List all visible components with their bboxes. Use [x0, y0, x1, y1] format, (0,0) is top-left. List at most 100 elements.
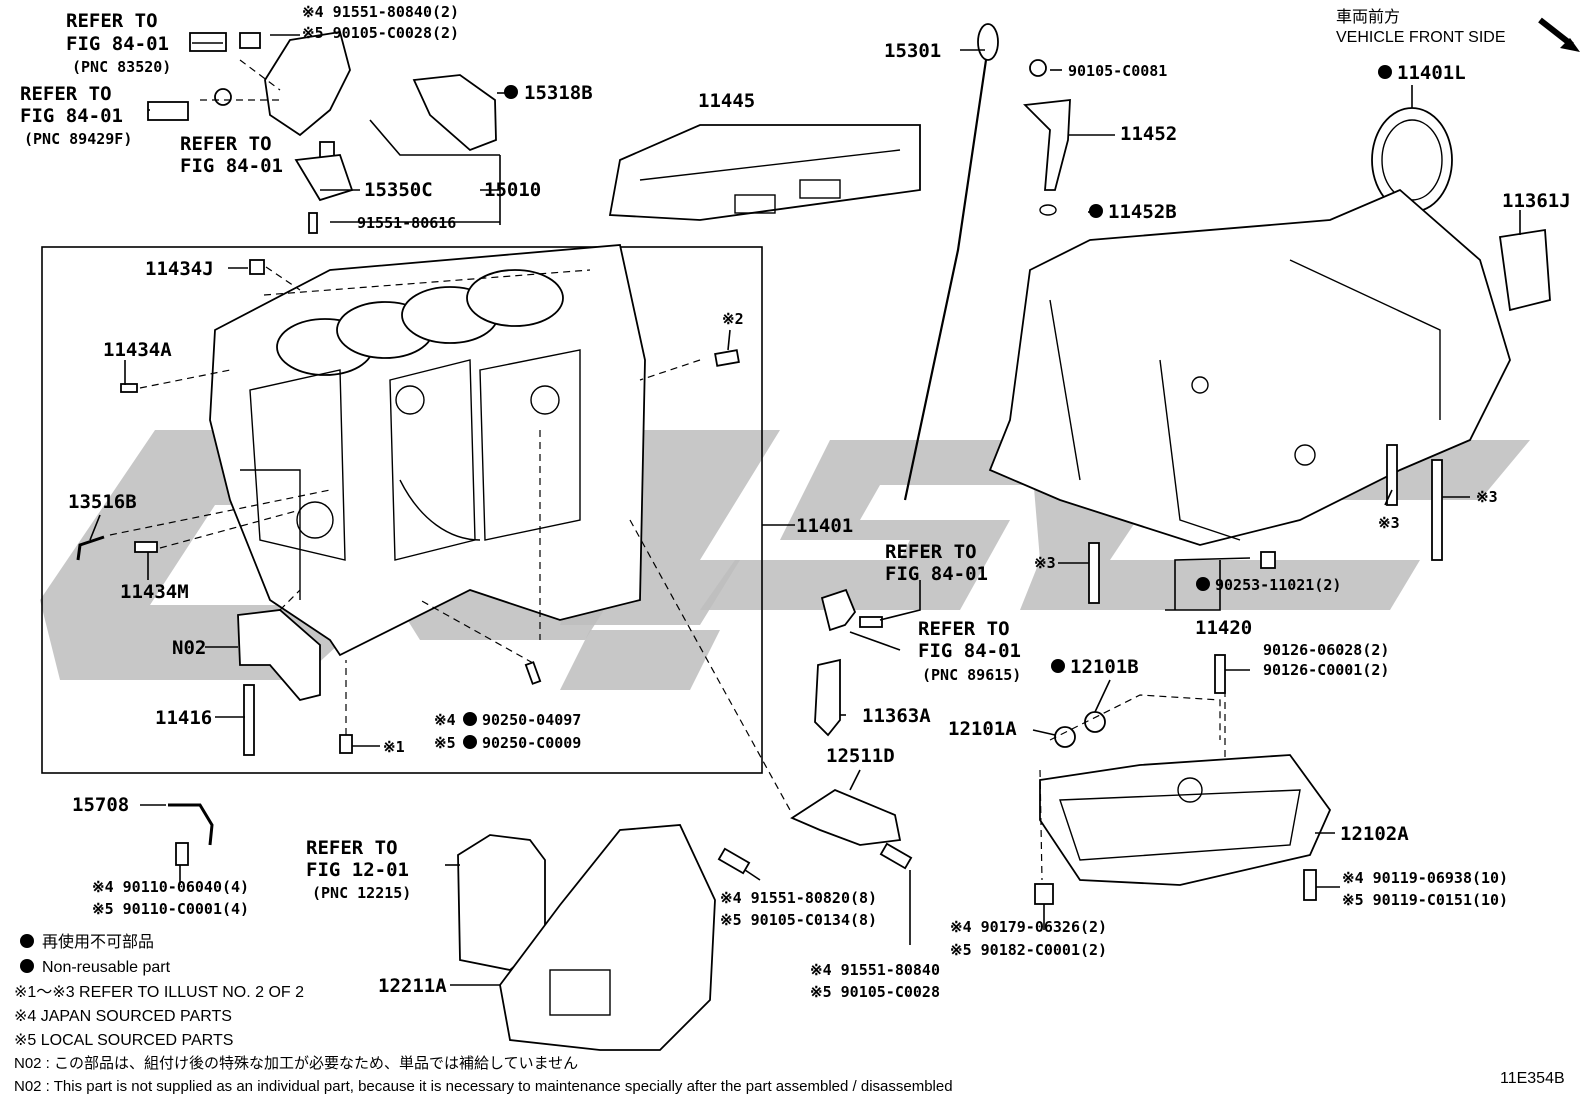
part-number: ※1: [383, 738, 405, 756]
legend-note-5: ※5 LOCAL SOURCED PARTS: [14, 1032, 233, 1049]
nonreusable-mark: [504, 85, 518, 99]
knock-sensor: [820, 588, 883, 632]
part-number: 90250-04097: [482, 711, 581, 729]
part-number: N02: [172, 637, 206, 659]
part-number: ※4: [434, 711, 456, 729]
part-number: ※3: [1378, 514, 1400, 532]
nonreusable-mark: [463, 735, 477, 749]
refer-label: (PNC 83520): [72, 58, 171, 76]
part-number: ※4 90119-06938(10): [1342, 869, 1508, 887]
part-number: 15318B: [524, 82, 593, 104]
part-number: ※5 90105-C0134(8): [720, 911, 877, 929]
refer-label: FIG 84-01: [20, 105, 123, 127]
part-number: 11401L: [1397, 62, 1466, 84]
front-side-jp: 車両前方: [1336, 8, 1400, 26]
part-number: ※4 90179-06326(2): [950, 918, 1107, 936]
stud-90126: [1214, 654, 1226, 694]
pin-11434a: [120, 383, 138, 393]
legend-nonreusable-en: Non-reusable part: [42, 959, 171, 976]
part-number: ※3: [1034, 554, 1056, 572]
refer-label: FIG 84-01: [66, 33, 169, 55]
oil-pan-12102a: [1039, 754, 1332, 886]
nonreusable-mark: [1196, 577, 1210, 591]
part-number: 91551-80616: [357, 214, 456, 232]
pin-x2: [714, 349, 740, 367]
part-number: 90126-C0001(2): [1263, 661, 1389, 679]
part-number: ※5 90110-C0001(4): [92, 900, 249, 918]
seal-retainer-11361j: [1498, 228, 1551, 312]
plug-12101a: [1054, 726, 1076, 748]
drain-plug-90179: [1034, 883, 1054, 905]
refer-label: (PNC 12215): [312, 884, 411, 902]
part-number: ※5 90105-C0028: [810, 983, 940, 1001]
part-number: 11401: [796, 515, 853, 537]
bolt-91551-80840: [879, 842, 913, 870]
crankcase-11420: [988, 188, 1511, 546]
refer-label: FIG 12-01: [306, 859, 409, 881]
part-number: 11420: [1195, 617, 1252, 639]
leader-lines: [89, 34, 1521, 986]
part-number: 12101A: [948, 718, 1017, 740]
nonreusable-mark: [1378, 65, 1392, 79]
part-number: 11416: [155, 707, 212, 729]
oil-jet-15708: [168, 803, 214, 846]
part-number: 11452: [1120, 123, 1177, 145]
refer-label: REFER TO: [306, 837, 398, 859]
bolt-x3-c: [1431, 459, 1443, 561]
refer-label: REFER TO: [66, 10, 158, 32]
part-number: 15301: [884, 40, 941, 62]
legend-n02-en: N02 : This part is not supplied as an in…: [14, 1078, 953, 1095]
engine-block-frame: [41, 246, 763, 774]
pin-90250: [524, 661, 542, 685]
refer-label: REFER TO: [20, 83, 112, 105]
oil-separator-11445: [608, 124, 921, 221]
bracket-12511d: [790, 788, 902, 846]
timing-cover-12211a: [499, 824, 716, 1051]
part-number: ※5 90182-C0001(2): [950, 941, 1107, 959]
legend-nonreusable-jp: 再使用不可部品: [42, 933, 154, 951]
bolt-x3-b: [1386, 444, 1398, 506]
nonreusable-mark: [20, 934, 34, 948]
part-number: 90105-C0081: [1068, 62, 1167, 80]
legend-n02-jp: N02 : この部品は、組付け後の特殊な加工が必要なため、単品では補給していませ…: [14, 1055, 578, 1072]
nonreusable-mark: [20, 959, 34, 973]
refer-label: FIG 84-01: [885, 563, 988, 585]
part-number: 90126-06028(2): [1263, 641, 1389, 659]
part-number: 90250-C0009: [482, 734, 581, 752]
part-number: 11363A: [862, 705, 931, 727]
plug-90253: [1260, 551, 1276, 569]
refer-label: (PNC 89429F): [24, 130, 132, 148]
refer-label: FIG 84-01: [918, 640, 1021, 662]
tube-13516b: [76, 535, 105, 561]
front-side-en: VEHICLE FRONT SIDE: [1336, 29, 1506, 46]
part-number: 11361J: [1502, 190, 1571, 212]
refer-label: REFER TO: [885, 541, 977, 563]
part-number: ※2: [722, 310, 744, 328]
part-number: 12102A: [1340, 823, 1409, 845]
cylinder-block-drawing: [209, 244, 646, 657]
assembly-dashed-lines: [109, 266, 791, 811]
bearing-cap-n02: [237, 609, 321, 702]
part-number: ※5 90119-C0151(10): [1342, 891, 1508, 909]
part-number: ※4 91551-80820(8): [720, 889, 877, 907]
gasket-12101b: [1084, 711, 1106, 733]
dipstick-15301: [903, 23, 999, 501]
nonreusable-mark: [1089, 204, 1103, 218]
pin-11434m: [134, 541, 158, 553]
refer-label: FIG 84-01: [180, 155, 283, 177]
part-number: ※4 91551-80840(2): [302, 3, 459, 21]
vehicle-front-arrow: [1538, 17, 1580, 52]
part-number: 12511D: [826, 745, 895, 767]
part-number: 90253-11021(2): [1215, 576, 1341, 594]
legend: 再使用不可部品 Non-reusable part ※1～※3 REFER TO…: [14, 933, 953, 1095]
bolt-91551-80820: [717, 847, 751, 875]
part-number: 11445: [698, 90, 755, 112]
part-number: 15350C: [364, 179, 433, 201]
refer-label: (PNC 89615): [922, 666, 1021, 684]
part-number: 12101B: [1070, 656, 1139, 678]
bolt-x3-a: [1088, 542, 1100, 604]
bracket-11363a: [814, 658, 841, 737]
dipstick-guide-11452: [1023, 59, 1071, 216]
part-number: ※5: [434, 734, 456, 752]
